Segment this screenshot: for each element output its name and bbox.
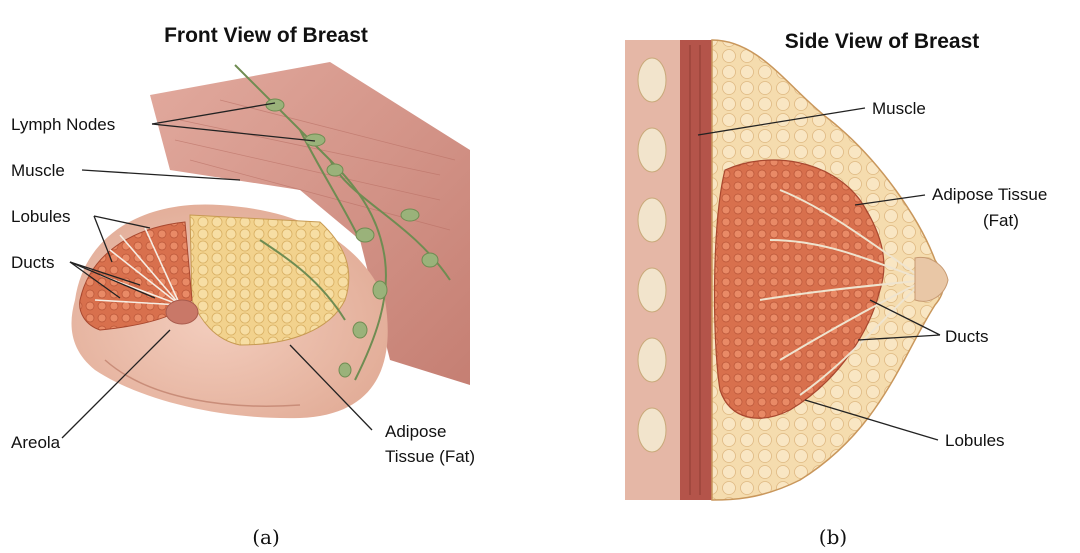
side-muscle [680,40,712,500]
front-areola [166,300,198,324]
side-label-lobules: Lobules [945,431,1005,450]
front-label-adipose-1: Adipose [385,422,446,441]
front-label-ducts: Ducts [11,253,54,272]
side-label-adipose-1: Adipose Tissue [932,185,1047,204]
caption-b: (b) [819,525,847,549]
front-label-adipose-2: Tissue (Fat) [385,447,475,466]
front-label-lymph-nodes: Lymph Nodes [11,115,115,134]
side-label-adipose-2: (Fat) [983,211,1019,230]
side-label-ducts: Ducts [945,327,988,346]
side-view-title: Side View of Breast [785,30,980,53]
front-view-illustration [72,62,470,418]
front-view-title: Front View of Breast [164,24,368,47]
front-label-areola: Areola [11,433,61,452]
side-nipple [915,257,948,301]
side-label-muscle: Muscle [872,99,926,118]
front-label-lobules: Lobules [11,207,71,226]
front-label-muscle: Muscle [11,161,65,180]
caption-a: (a) [252,525,280,549]
